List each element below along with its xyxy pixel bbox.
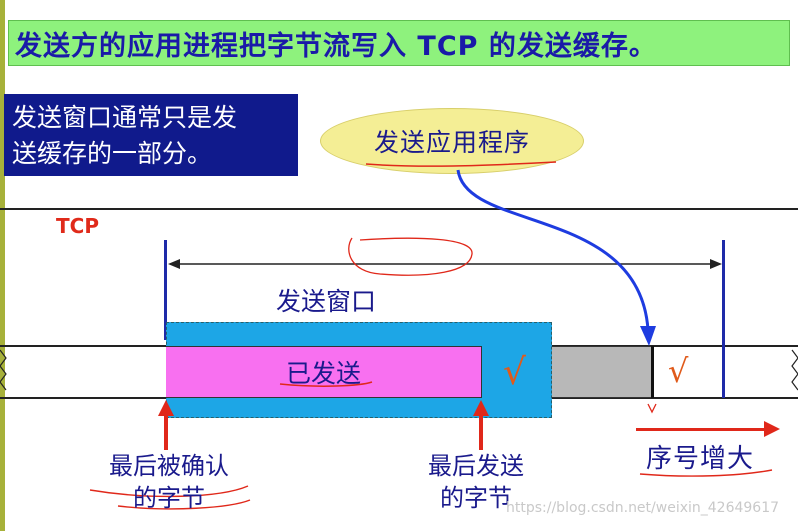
check-mark-2: √ [668, 352, 689, 390]
watermark: https://blog.csdn.net/weixin_42649617 [506, 500, 780, 516]
buffer-right-bound [722, 240, 725, 398]
underline-seq [639, 469, 773, 477]
tick-mark-below-write [647, 403, 657, 414]
seq-arrow-head [764, 421, 780, 437]
last-sent-arrow-head [473, 400, 489, 416]
note-line-1: 发送窗口通常只是发 [12, 103, 238, 132]
underline-sent [279, 381, 373, 387]
underline-app [365, 161, 557, 167]
last-acked-caption: 最后被确认 的字节 [84, 450, 254, 514]
unsent-gray-block [552, 346, 652, 398]
last-acked-line-1: 最后被确认 [109, 452, 229, 480]
last-acked-arrow-shaft [164, 416, 168, 450]
window-unsent-check: √ [481, 346, 547, 398]
last-sent-line-1: 最后发送 [428, 452, 524, 480]
last-acked-line-2: 的字节 [133, 484, 205, 512]
sent-label: 已发送 [285, 359, 361, 388]
sent-region: 已发送 [166, 346, 481, 398]
send-app-label: 发送应用程序 [373, 128, 530, 157]
underline-last-acked [89, 485, 251, 510]
left-accent-bar [0, 0, 5, 531]
note-box: 发送窗口通常只是发 送缓存的一部分。 [4, 94, 298, 176]
circle-buffer-label [348, 237, 473, 276]
seq-increase-label: 序号增大 [646, 444, 755, 474]
write-position-line [651, 346, 654, 398]
send-window-label: 发送窗口 [276, 287, 377, 316]
write-arrow-head [640, 326, 656, 346]
right-break-mark [791, 349, 798, 391]
title-banner: 发送方的应用进程把字节流写入 TCP 的发送缓存。 [8, 20, 790, 66]
buffer-span-left-head [168, 259, 180, 269]
last-sent-caption: 最后发送 的字节 [406, 450, 546, 514]
title-text: 发送方的应用进程把字节流写入 TCP 的发送缓存。 [15, 30, 657, 62]
tcp-label: TCP [56, 214, 99, 238]
tcp-top-line [0, 208, 798, 210]
seq-arrow-line [636, 428, 766, 431]
buffer-left-bound [164, 240, 167, 340]
check-mark-1: √ [503, 351, 526, 393]
note-line-2: 送缓存的一部分。 [12, 139, 213, 168]
buffer-span-right-head [710, 259, 722, 269]
last-acked-arrow-head [158, 400, 174, 416]
last-sent-line-2: 的字节 [440, 484, 512, 512]
write-arrow-path [456, 169, 650, 331]
last-sent-arrow-shaft [479, 416, 483, 450]
left-break-mark [0, 349, 7, 391]
